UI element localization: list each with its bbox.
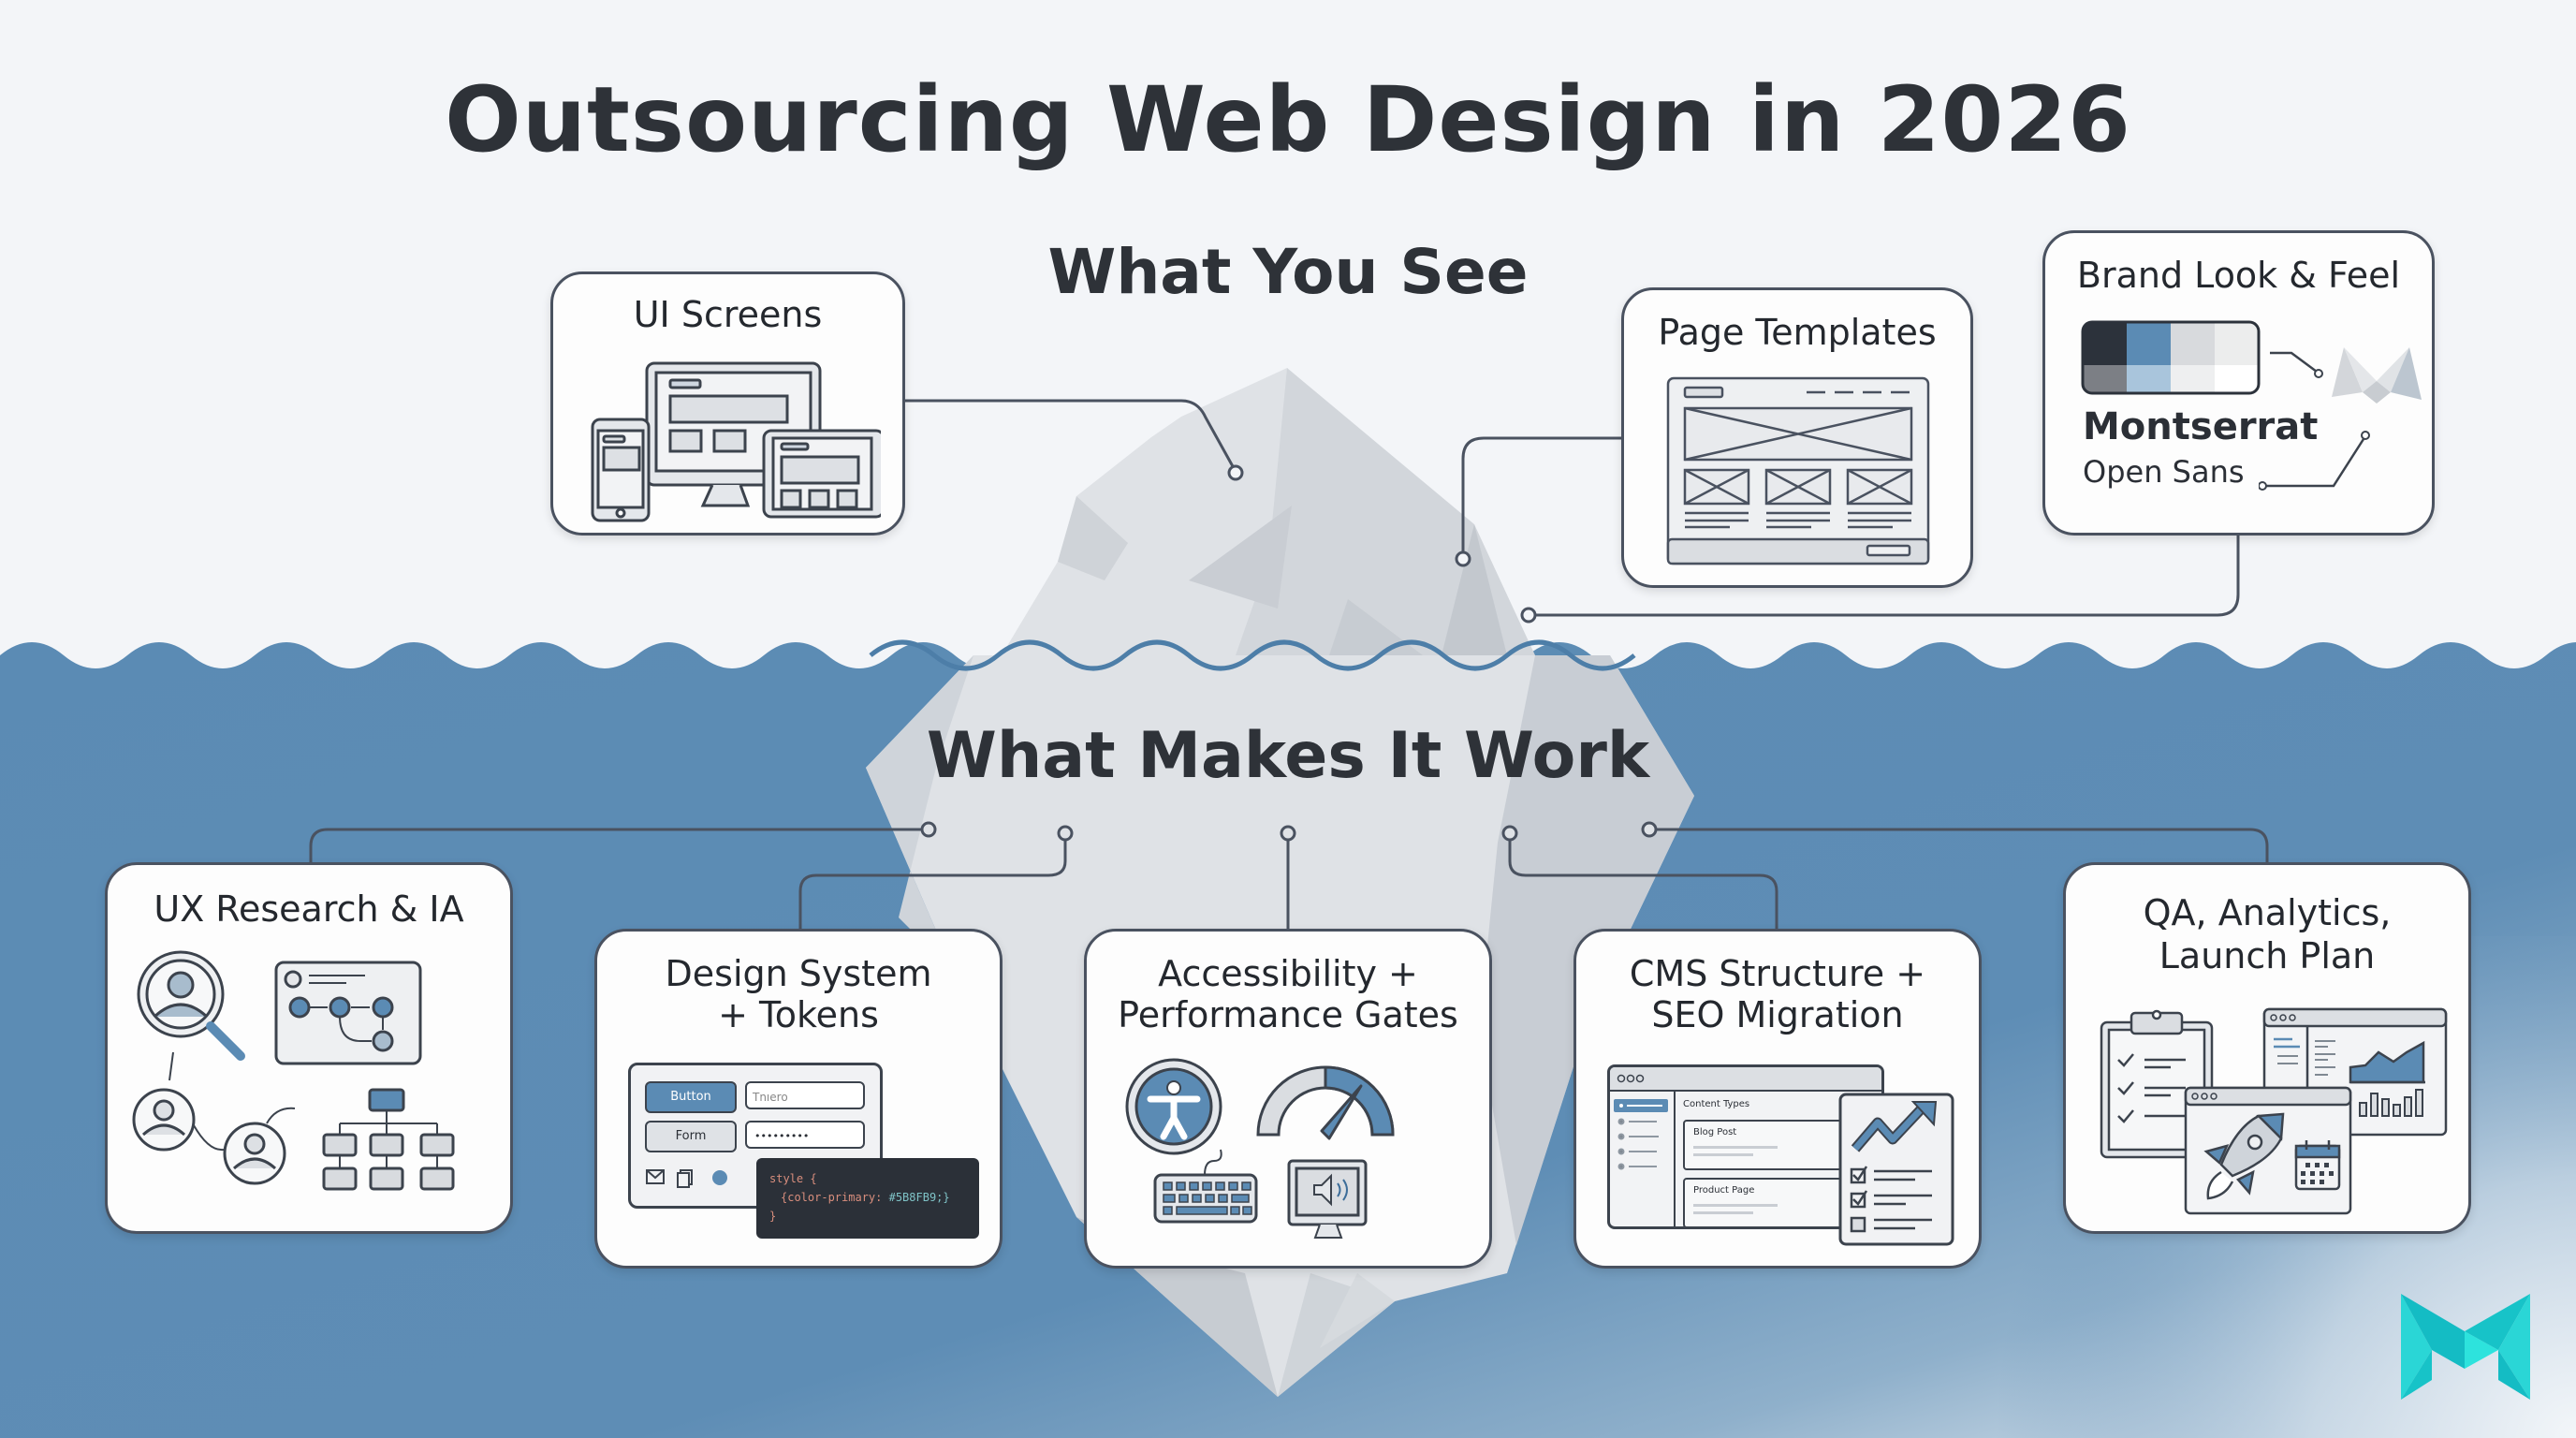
- card-page-templates: Page Templates: [1621, 287, 1973, 588]
- card-ui-screens: UI Screens: [550, 271, 905, 536]
- card-accessibility-performance: Accessibility + Performance Gates: [1084, 929, 1492, 1269]
- brand-logo-m-icon: [2401, 1294, 2530, 1400]
- brand-logo-mark-icon: [2332, 347, 2422, 404]
- font-connector-line: [2259, 431, 2370, 491]
- font-primary-sample: Montserrat: [2083, 405, 2319, 448]
- page-title: Outsourcing Web Design in 2026: [445, 67, 2131, 172]
- sample-text-input: Tnıero: [745, 1081, 865, 1109]
- code-line-3: }: [769, 1210, 777, 1223]
- card-title: UI Screens: [633, 294, 823, 335]
- code-snippet: style { {color-primary: #5B8FB9;} }: [756, 1158, 979, 1239]
- card-ux-research: UX Research & IA: [105, 862, 513, 1234]
- window-dots-icon: [1617, 1074, 1645, 1083]
- sample-form-button: Form: [645, 1121, 737, 1152]
- sidebar-list-icon: [1614, 1099, 1668, 1170]
- connector-lines-top: [905, 399, 2240, 624]
- connector-lines-bottom: [309, 821, 2269, 929]
- content-type-label: Product Page: [1693, 1185, 1755, 1196]
- responsive-devices-icon: [591, 361, 881, 522]
- font-secondary-sample: Open Sans: [2083, 454, 2245, 490]
- sample-button: Button: [645, 1081, 737, 1113]
- window-titlebar: [1610, 1067, 1881, 1092]
- accessibility-gauge-icon: [1125, 1058, 1395, 1239]
- card-title: Brand Look & Feel: [2076, 255, 2401, 296]
- iceberg-top: [1002, 368, 1535, 655]
- content-type-label: Blog Post: [1693, 1127, 1737, 1137]
- card-cms-seo: CMS Structure + SEO Migration Conten: [1573, 929, 1982, 1269]
- card-qa-analytics-launch: QA, Analytics, Launch Plan: [2063, 862, 2471, 1234]
- ui-components-panel: Button Tnıero Form •••••••••: [628, 1063, 883, 1209]
- code-property: {color-primary:: [781, 1191, 883, 1204]
- section-heading-what-makes-it-work: What Makes It Work: [926, 719, 1650, 793]
- launch-rocket-icon: [2100, 1007, 2448, 1215]
- cms-sidebar: [1610, 1092, 1676, 1226]
- code-line-1: style {: [769, 1172, 817, 1185]
- card-title-line-1: CMS Structure +: [1629, 953, 1926, 994]
- sample-password-input: •••••••••: [745, 1121, 865, 1149]
- seo-checklist-icon: [1838, 1093, 1954, 1246]
- color-palette-icon: [2081, 320, 2261, 395]
- card-title-line-1: Design System: [665, 953, 932, 994]
- card-title-line-2: + Tokens: [718, 994, 879, 1035]
- palette-connector-line: [2270, 351, 2323, 378]
- wireframe-template-icon: [1666, 376, 1930, 565]
- section-heading-what-you-see: What You See: [1047, 236, 1529, 308]
- small-ui-icons: [646, 1169, 727, 1188]
- card-title: Page Templates: [1658, 312, 1937, 353]
- card-title-line-1: Accessibility +: [1158, 953, 1418, 994]
- card-title-line-2: Performance Gates: [1118, 994, 1458, 1035]
- code-value: #5B8FB9;}: [888, 1191, 950, 1204]
- card-title: UX Research & IA: [154, 888, 464, 930]
- cms-window: Content Types Blog Post Product Page: [1607, 1064, 1884, 1229]
- card-title-line-2: SEO Migration: [1651, 994, 1904, 1035]
- content-types-heading: Content Types: [1683, 1099, 1750, 1109]
- card-title-line-2: Launch Plan: [2159, 935, 2376, 976]
- card-brand-look-feel: Brand Look & Feel Montserrat Open Sans: [2042, 230, 2435, 536]
- card-title-line-1: QA, Analytics,: [2143, 892, 2392, 933]
- card-design-system: Design System + Tokens Button Tnıero For…: [594, 929, 1003, 1269]
- user-research-icon: [132, 950, 455, 1191]
